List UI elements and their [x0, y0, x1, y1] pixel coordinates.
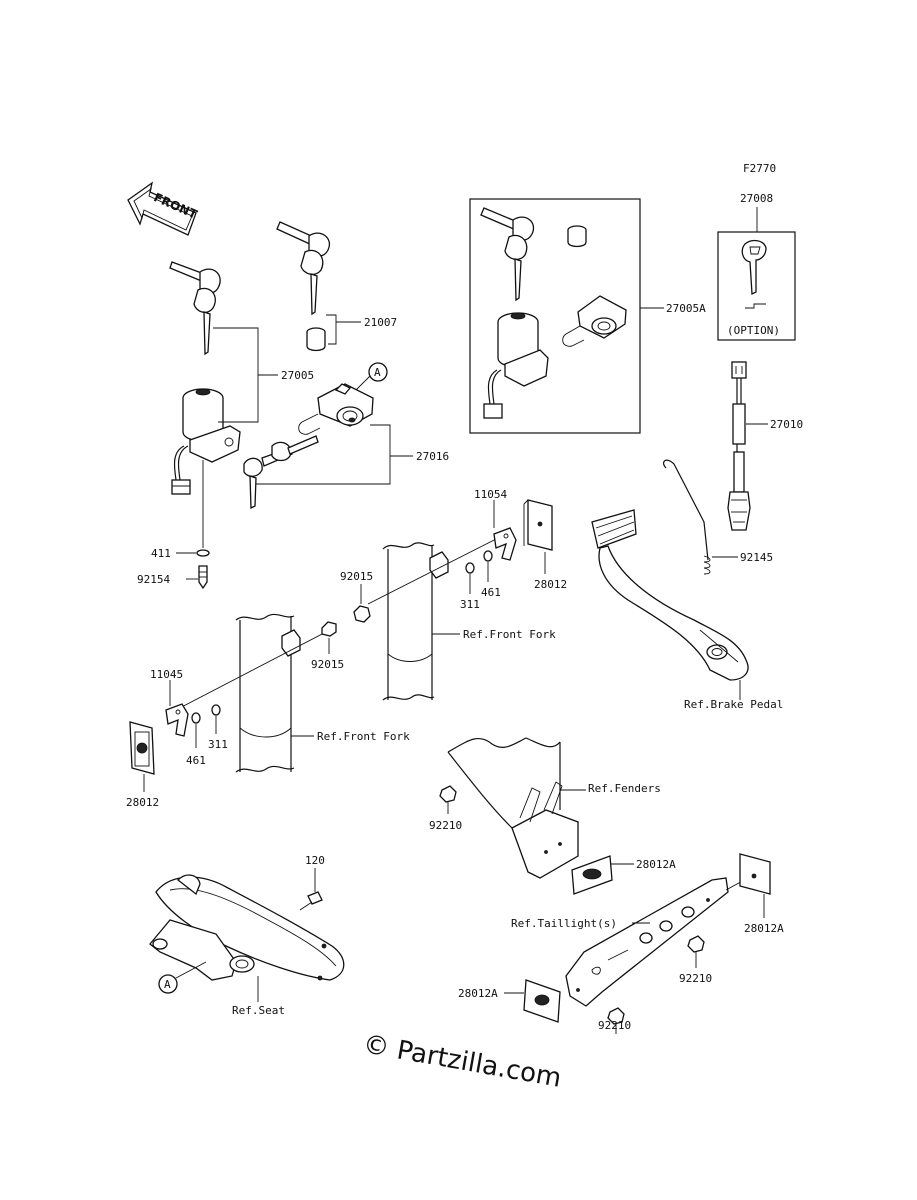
label-311-a: 311: [460, 598, 480, 611]
front-arrow-icon: FRONT: [127, 181, 200, 236]
figure-code: F2770: [743, 162, 776, 175]
label-28012-top: 28012: [534, 578, 567, 591]
key-blank-21007: [276, 221, 331, 352]
label-120: 120: [305, 854, 325, 867]
ref-taillight: Ref.Taillight(s): [511, 917, 617, 930]
label-27016: 27016: [416, 450, 449, 463]
label-92145: 92145: [740, 551, 773, 564]
label-27008: 27008: [740, 192, 773, 205]
callout-a-bottom: A: [164, 978, 171, 991]
reflector-28012A-left: [523, 979, 561, 1023]
ref-front-fork-2: Ref.Front Fork: [317, 730, 410, 743]
label-92154: 92154: [137, 573, 170, 586]
label-92210-c: 92210: [598, 1019, 631, 1032]
label-92210-a: 92210: [429, 819, 462, 832]
return-spring: [662, 459, 709, 561]
callout-a-circle-bottom: [158, 974, 178, 994]
callout-a-top: A: [374, 366, 381, 379]
label-27010: 27010: [770, 418, 803, 431]
front-fork-right: [382, 542, 449, 701]
kit-box-27005A: [469, 198, 641, 434]
taillight-reflector-bracket: [565, 877, 729, 1007]
fender-reflector-bracket: [447, 737, 579, 879]
seat-lock-set: [243, 383, 374, 510]
label-27005A: 27005A: [666, 302, 706, 315]
brake-pedal: [591, 509, 749, 681]
reflector-bracket-11054: [493, 527, 517, 561]
label-461-b: 461: [186, 754, 206, 767]
label-11045: 11045: [150, 668, 183, 681]
ref-brake-pedal: Ref.Brake Pedal: [684, 698, 783, 711]
reflector-28012A-right: [739, 853, 771, 895]
reflector-28012-left: [129, 721, 155, 775]
option-box-27008: [717, 231, 796, 341]
label-28012A-fender: 28012A: [636, 858, 676, 871]
ref-seat: Ref.Seat: [232, 1004, 285, 1017]
seat-hook-assembly: [149, 874, 345, 981]
label-28012A-right: 28012A: [744, 922, 784, 935]
front-fork-left: [235, 613, 301, 773]
reflector-28012-top: [523, 499, 553, 551]
callout-a-circle-top: [368, 362, 388, 382]
label-311-b: 311: [208, 738, 228, 751]
ignition-kit-27005A: [480, 207, 627, 419]
ignition-key-set: [169, 261, 241, 590]
label-27005: 27005: [281, 369, 314, 382]
ref-front-fork-1: Ref.Front Fork: [463, 628, 556, 641]
label-461-a: 461: [481, 586, 501, 599]
label-28012A-left: 28012A: [458, 987, 498, 1000]
brake-light-switch: [727, 361, 751, 531]
label-28012-left: 28012: [126, 796, 159, 809]
spring-coil: [703, 555, 711, 575]
label-92015-b: 92015: [311, 658, 344, 671]
label-92015-a: 92015: [340, 570, 373, 583]
label-21007: 21007: [364, 316, 397, 329]
ref-fenders: Ref.Fenders: [588, 782, 661, 795]
label-11054: 11054: [474, 488, 507, 501]
watermark: © Partzilla.com: [361, 1029, 564, 1093]
label-411: 411: [151, 547, 171, 560]
label-92210-b: 92210: [679, 972, 712, 985]
reflector-28012A-fender: [571, 855, 613, 895]
option-label: (OPTION): [727, 324, 780, 337]
key-icon: [741, 239, 767, 296]
reflector-bracket-11045: [165, 703, 189, 737]
